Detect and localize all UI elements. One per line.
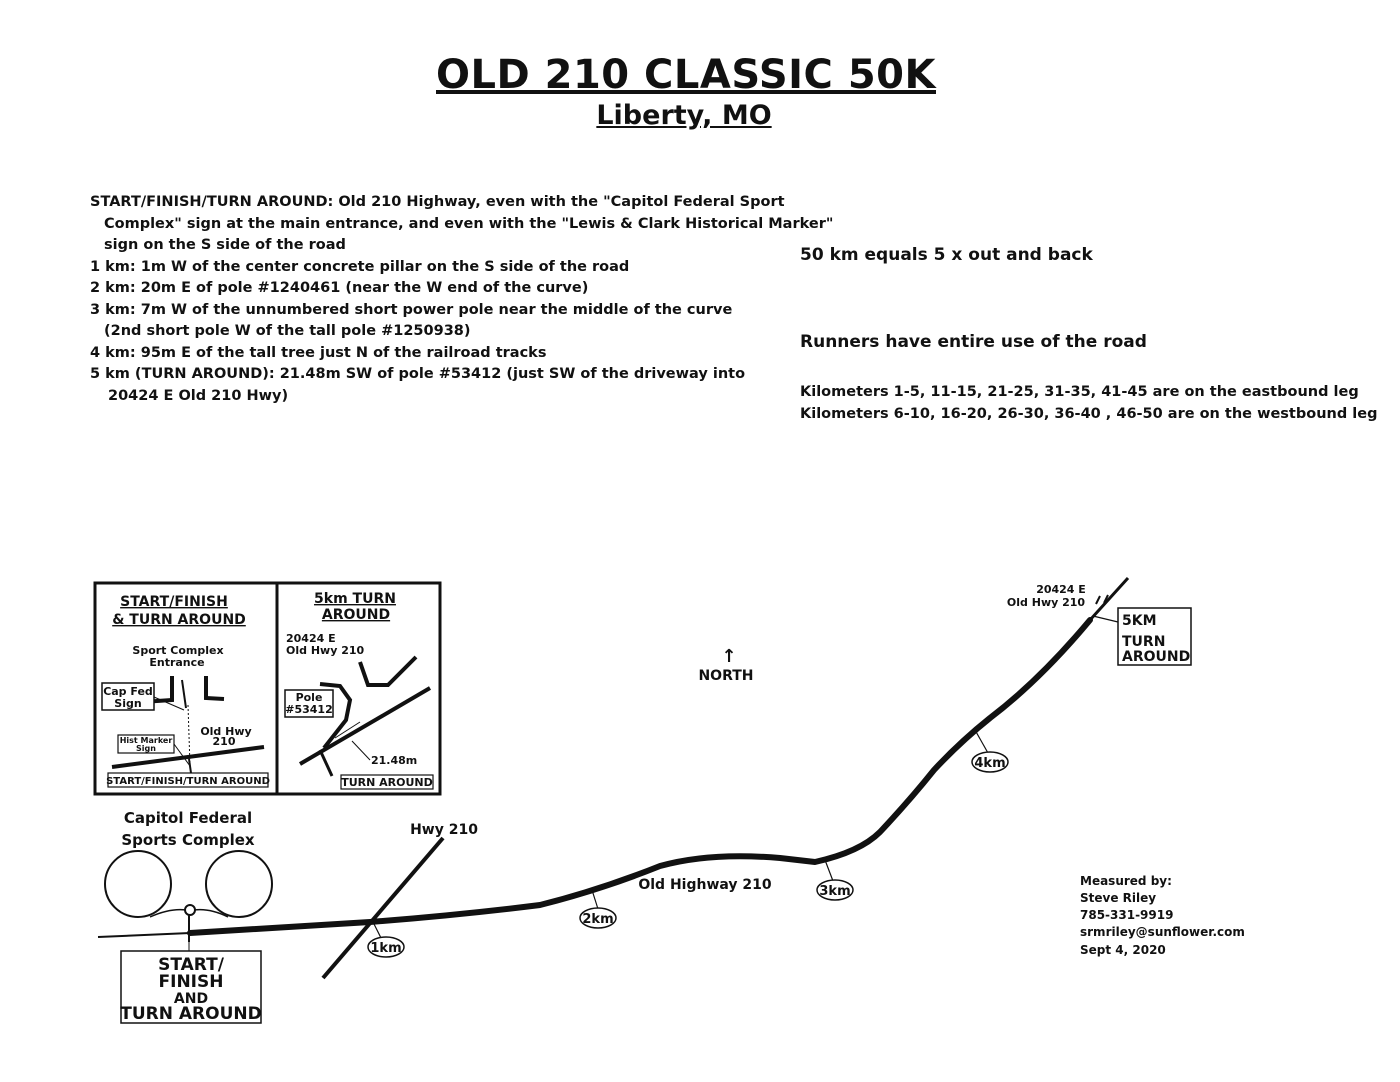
km-marker-2: 2km xyxy=(579,889,617,929)
start-finish-box xyxy=(120,950,262,1024)
pole-label-box xyxy=(284,689,334,718)
measurer-email: srmriley@sunflower.com xyxy=(1080,925,1245,939)
measured-by-label: Measured by: xyxy=(1080,874,1172,888)
capfed-pointer xyxy=(153,696,185,711)
pole-road xyxy=(319,682,353,750)
start-box-label-3: AND xyxy=(174,991,208,1007)
driveway xyxy=(358,655,418,687)
complex-paths xyxy=(149,908,229,918)
road-use-note: Runners have entire use of the road xyxy=(800,332,1147,352)
description-line: START/FINISH/TURN AROUND: Old 210 Highwa… xyxy=(90,194,785,210)
inset-turn-footer: TURN AROUND xyxy=(341,776,433,789)
measurer-phone: 785-331-9919 xyxy=(1080,908,1173,922)
inset-turn-title-2: AROUND xyxy=(322,607,390,623)
description-line: Complex" sign at the main entrance, and … xyxy=(104,215,834,232)
inset-turn-title-1: 5km TURN xyxy=(314,591,396,607)
map-address-label-1: 20424 E xyxy=(1036,583,1086,596)
entrance-pillar xyxy=(184,904,196,916)
measured-date: Sept 4, 2020 xyxy=(1080,943,1166,957)
capfed-sign-label-2: Sign xyxy=(114,697,141,710)
complex-field-left xyxy=(104,850,172,918)
pole-label-2: #53412 xyxy=(285,703,333,716)
entrance-sign-post xyxy=(181,679,187,709)
pole-label-1: Pole xyxy=(296,691,323,704)
description-line: 3 km: 7m W of the unnumbered short power… xyxy=(90,301,733,318)
inset-address-1: 20424 E xyxy=(286,632,336,645)
turn-box-label-1: 5KM xyxy=(1122,613,1157,629)
start-box-label-2: FINISH xyxy=(159,972,224,992)
km-marker-label: 4km xyxy=(974,756,1005,771)
inset-address-2: Old Hwy 210 xyxy=(286,644,365,657)
turnaround-mark xyxy=(318,749,334,777)
turnaround-pointer xyxy=(1092,615,1119,623)
hist-marker-label-2: Sign xyxy=(136,744,156,753)
capfed-sign-box xyxy=(101,682,155,711)
description-line: 4 km: 95m E of the tall tree just N of t… xyxy=(90,344,547,361)
description-line: 1 km: 1m W of the center concrete pillar… xyxy=(90,258,630,275)
turnaround-inset: 5km TURN AROUND 20424 E Old Hwy 210 Pole… xyxy=(275,581,442,796)
turnaround-box xyxy=(1117,607,1192,666)
description-line: sign on the S side of the road xyxy=(104,237,346,253)
km-marker-label: 2km xyxy=(582,912,613,927)
km-marker-label: 1km xyxy=(370,941,401,956)
out-and-back-note: 50 km equals 5 x out and back xyxy=(800,245,1093,265)
description-line: 5 km (TURN AROUND): 21.48m SW of pole #5… xyxy=(90,366,746,382)
distance-pointer xyxy=(351,740,371,761)
distance-arrow xyxy=(334,721,361,739)
old-highway-210-course xyxy=(187,617,1093,936)
east-road-extension xyxy=(1088,576,1130,622)
course-description: START/FINISH/TURN AROUND: Old 210 Highwa… xyxy=(90,192,834,407)
turn-box-label-2: TURN xyxy=(1122,634,1165,650)
eastbound-note: Kilometers 1-5, 11-15, 21-25, 31-35, 41-… xyxy=(800,384,1359,400)
inset-start-footer: START/FINISH/TURN AROUND xyxy=(106,776,270,787)
inset-road-label-2: 210 xyxy=(213,735,236,748)
entrance-road-right xyxy=(204,676,225,701)
km-marker-3: 3km xyxy=(816,859,854,901)
km-marker-4: 4km xyxy=(971,729,1009,773)
hwy-210-road xyxy=(321,836,445,980)
entrance-label-1: Sport Complex xyxy=(132,644,223,657)
hist-pointer xyxy=(173,743,191,767)
turn-box-label-3: AROUND xyxy=(1122,649,1190,665)
inset-start-footer-box xyxy=(107,772,269,788)
capfed-sign-label-1: Cap Fed xyxy=(103,685,153,698)
page-title: OLD 210 CLASSIC 50K xyxy=(436,52,936,98)
page-subtitle: Liberty, MO xyxy=(596,100,772,131)
start-finish-inset: START/FINISH & TURN AROUND Sport Complex… xyxy=(93,581,279,796)
complex-label-2: Sports Complex xyxy=(121,831,255,849)
start-box-label-4: TURN AROUND xyxy=(120,1004,261,1024)
north-label: NORTH xyxy=(698,668,753,684)
inset-start-title-1: START/FINISH xyxy=(120,594,228,610)
west-road-extension xyxy=(97,932,191,938)
entrance-label-2: Entrance xyxy=(149,656,204,669)
start-box-label-1: START/ xyxy=(158,955,225,975)
hwy-210-label: Hwy 210 xyxy=(410,822,478,838)
complex-label-1: Capitol Federal xyxy=(124,809,252,827)
description-line: 2 km: 20m E of pole #1240461 (near the W… xyxy=(90,280,589,296)
old-highway-label: Old Highway 210 xyxy=(638,877,772,893)
km-marker-label: 3km xyxy=(819,884,850,899)
map-address-label-2: Old Hwy 210 xyxy=(1007,596,1086,609)
inset-turn-footer-box xyxy=(340,774,434,790)
complex-field-right xyxy=(205,850,273,918)
inset-road-label-1: Old Hwy xyxy=(200,725,251,738)
description-line: (2nd short pole W of the tall pole #1250… xyxy=(104,323,471,339)
km-marker-1: 1km xyxy=(367,921,405,958)
inset-old-hwy-road xyxy=(111,745,265,769)
driveway-mark xyxy=(1095,594,1109,605)
distance-label: 21.48m xyxy=(371,754,417,767)
start-mark xyxy=(188,758,192,774)
measurer-name: Steve Riley xyxy=(1080,891,1156,905)
north-arrow-icon: ↑ xyxy=(721,646,736,667)
inset-start-title-2: & TURN AROUND xyxy=(112,612,246,628)
inset-frame xyxy=(275,581,442,796)
westbound-note: Kilometers 6-10, 16-20, 26-30, 36-40 , 4… xyxy=(800,406,1378,422)
hist-marker-label-1: Hist Marker xyxy=(120,736,173,745)
description-line: 20424 E Old 210 Hwy) xyxy=(108,387,289,404)
